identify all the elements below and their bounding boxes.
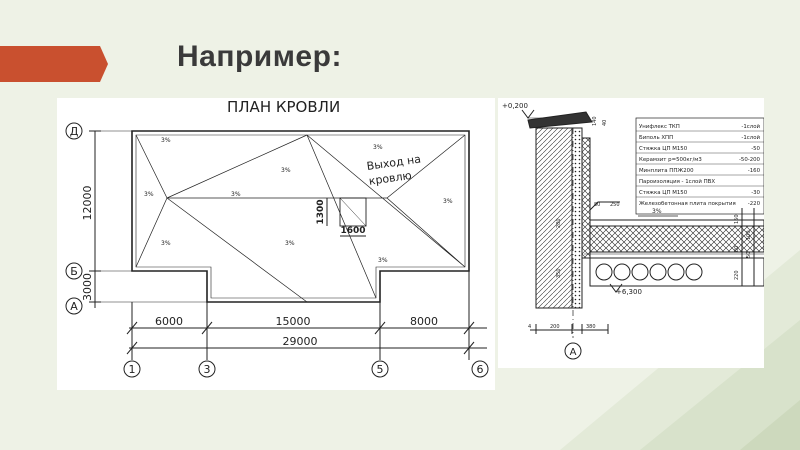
layer-value: -30	[751, 190, 760, 196]
slide-title: Например:	[177, 40, 342, 73]
layer-name: Керамзит p=500кг/м3	[639, 157, 702, 163]
section-axis-bubble: А	[564, 342, 582, 360]
layer-name: Пароизоляция - 1слой ПВХ	[639, 178, 715, 185]
dim-mid-250: 250	[610, 202, 620, 208]
dim-right-50: 50	[746, 252, 752, 258]
dim-12000: 12000	[81, 186, 94, 221]
dim-top-40: 40	[602, 120, 608, 126]
ridge-lines	[135, 134, 466, 303]
section-slope: 3%	[652, 208, 662, 215]
dim-8000: 8000	[410, 315, 438, 328]
roof-slab	[589, 257, 765, 287]
svg-text:6: 6	[477, 363, 484, 376]
axis-bubble-b: Б	[65, 262, 83, 280]
layers-table: Унифлекс ТКП -1слой Биполь ХПП -1слой Ст…	[636, 123, 764, 207]
layer-name: Биполь ХПП	[639, 135, 673, 141]
layer-value: -50-200	[739, 157, 761, 163]
svg-text:Б: Б	[70, 265, 78, 278]
layer-name: Железобетонная плита покрытия	[639, 201, 736, 207]
plan-title: ПЛАН КРОВЛИ	[227, 98, 340, 116]
svg-text:Д: Д	[70, 125, 79, 138]
axis-bubble-d: Д	[65, 122, 83, 140]
axis-bubble-5: 5	[371, 360, 389, 378]
roof-section-svg: +0,200 +6,300 3% 140 40 80 250 150 100 8…	[502, 102, 765, 360]
layer-value: -1слой	[741, 123, 760, 130]
roof-hatch	[339, 197, 367, 227]
svg-text:3: 3	[204, 363, 211, 376]
wall-inner	[581, 137, 591, 259]
roof-section-detail: +0,200 +6,300 3% 140 40 80 250 150 100 8…	[498, 98, 765, 368]
slope-label: 3%	[231, 191, 241, 198]
slope-label: 3%	[161, 240, 171, 247]
dim-1300: 1300	[316, 199, 326, 224]
layers-table-frame	[635, 117, 765, 215]
layer-name: Стяжка ЦП М150	[639, 190, 688, 196]
axis-bubble-6: 6	[471, 360, 489, 378]
dim-15000: 15000	[276, 315, 311, 328]
axis-bubble-a: А	[65, 297, 83, 315]
dim-left-350: 350	[556, 268, 562, 278]
layer-value: -220	[748, 201, 761, 207]
roof-plan-svg: ПЛАН КРОВЛИ Д Б А 1 3 5 6	[65, 98, 489, 378]
parapet-coping	[527, 111, 593, 129]
axis-bubble-3: 3	[198, 360, 216, 378]
layer-name: Стяжка ЦП М150	[639, 146, 688, 152]
roof-plan-drawing: ПЛАН КРОВЛИ Д Б А 1 3 5 6	[57, 98, 495, 390]
dim-1600: 1600	[340, 226, 365, 236]
layer-name: Унифлекс ТКП	[639, 124, 680, 130]
title-accent-tip	[100, 46, 108, 82]
dim-6000: 6000	[155, 315, 183, 328]
title-accent-bar	[0, 46, 100, 82]
dim-right-80: 80	[734, 246, 740, 252]
slope-label: 3%	[285, 240, 295, 247]
wall-insulation	[571, 127, 583, 309]
roof-layer-insulation	[589, 225, 765, 253]
dim-mid-80: 80	[594, 202, 600, 208]
svg-text:А: А	[70, 300, 78, 313]
svg-text:1: 1	[129, 363, 136, 376]
dim-bottom-200: 200	[550, 324, 560, 330]
slab-voids	[595, 263, 703, 281]
svg-text:А: А	[570, 347, 577, 358]
dim-3000: 3000	[81, 273, 94, 301]
dim-bottom-380: 380	[586, 324, 596, 330]
layer-value: -50	[751, 146, 760, 152]
axis-bubble-1: 1	[123, 360, 141, 378]
level-bottom: +6,300	[616, 288, 642, 296]
level-top: +0,200	[502, 102, 528, 110]
slope-label: 3%	[281, 167, 291, 174]
dim-29000: 29000	[283, 335, 318, 348]
dim-right-100: 100	[746, 230, 752, 240]
layer-value: -160	[748, 168, 761, 174]
slope-label: 3%	[443, 198, 453, 205]
exit-label: Выход на кровлю	[366, 152, 427, 188]
slope-label: 3%	[373, 144, 383, 151]
layer-name: Минплита ППЖ200	[639, 168, 694, 174]
slope-label: 3%	[161, 137, 171, 144]
layer-value: -1слой	[741, 134, 760, 141]
svg-text:5: 5	[377, 363, 384, 376]
dim-right-220: 220	[734, 270, 740, 280]
slope-label: 3%	[144, 191, 154, 198]
slope-label: 3%	[378, 257, 388, 264]
dim-left-280: 280	[556, 218, 562, 228]
dim-top-140: 140	[592, 116, 598, 126]
parapet-brick	[535, 127, 573, 309]
dim-right-150: 150	[734, 214, 740, 224]
dim-bottom-4: 4	[528, 324, 531, 330]
